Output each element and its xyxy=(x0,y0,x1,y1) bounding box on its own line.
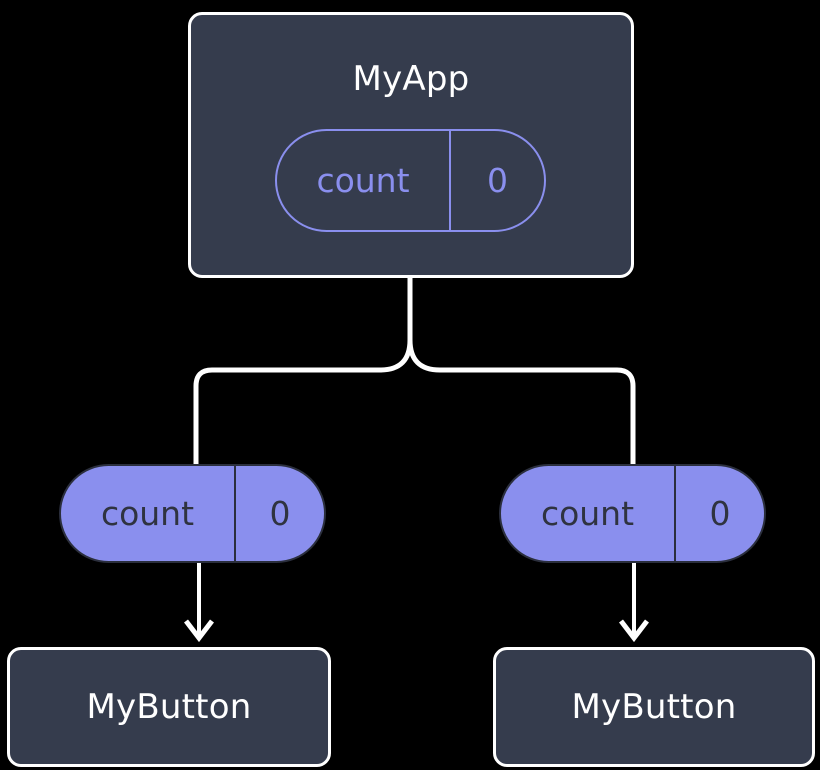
props-pill-left-count[interactable]: count 0 xyxy=(59,464,326,563)
edge-myapp-to-right-prop xyxy=(407,275,636,468)
props-pill-right-count[interactable]: count 0 xyxy=(499,464,766,563)
component-title-myapp: MyApp xyxy=(352,59,470,99)
component-node-myapp[interactable]: MyApp xyxy=(188,12,634,278)
props-pill-key: count xyxy=(501,466,676,561)
props-pill-key: count xyxy=(61,466,236,561)
props-pill-value: 0 xyxy=(709,494,731,533)
arrowhead-right xyxy=(619,619,649,643)
state-pill-myapp-count[interactable]: count 0 xyxy=(275,129,546,232)
component-title-mybutton-left: MyButton xyxy=(86,687,252,727)
props-pill-value: 0 xyxy=(269,494,291,533)
arrowhead-left xyxy=(184,619,214,643)
edge-myapp-to-left-prop xyxy=(193,275,413,468)
component-title-mybutton-right: MyButton xyxy=(571,687,737,727)
component-node-mybutton-right[interactable]: MyButton xyxy=(493,647,815,767)
state-pill-value: 0 xyxy=(487,161,508,200)
component-node-mybutton-left[interactable]: MyButton xyxy=(7,647,331,767)
state-pill-key: count xyxy=(277,131,451,230)
